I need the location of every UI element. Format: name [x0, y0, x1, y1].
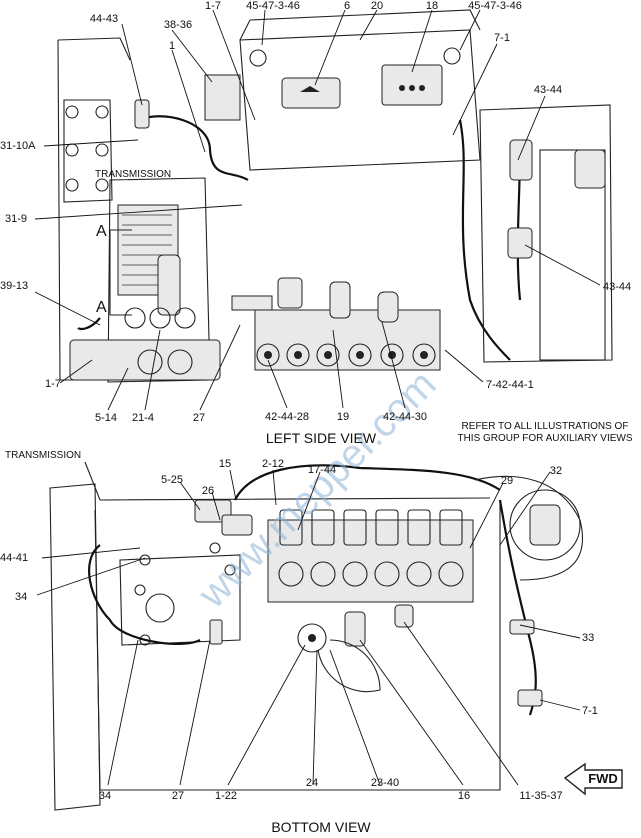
callout-27-top: 27 — [193, 412, 205, 424]
callout-1: 1 — [169, 40, 175, 52]
callout-27-bottom: 27 — [172, 790, 184, 802]
callout-5-25: 5-25 — [161, 474, 183, 486]
callout-1-22: 1-22 — [215, 790, 237, 802]
section-a-marker-1: A — [96, 223, 107, 240]
bottom-view-title: BOTTOM VIEW — [271, 819, 371, 835]
callout-20: 20 — [371, 0, 383, 12]
callout-24: 24 — [306, 777, 318, 789]
callout-45-47-3-46-a: 45-47-3-46 — [246, 0, 300, 12]
callout-44-41: 44-41 — [0, 552, 28, 564]
callout-19: 19 — [337, 411, 349, 423]
callout-18: 18 — [426, 0, 438, 12]
callout-29: 29 — [501, 475, 513, 487]
left-side-view-title: LEFT SIDE VIEW — [266, 430, 377, 446]
note-line-1: REFER TO ALL ILLUSTRATIONS OF — [462, 421, 629, 432]
callout-42-44-28: 42-44-28 — [265, 411, 309, 423]
callout-2-12: 2-12 — [262, 458, 284, 470]
fwd-arrow: FWD — [563, 762, 623, 796]
callout-42-44-30: 42-44-30 — [383, 411, 427, 423]
bottom-view-drawing — [49, 461, 584, 811]
callout-31-10a: 31-10A — [0, 140, 36, 152]
transmission-label-bottom: TRANSMISSION — [5, 450, 81, 461]
callout-33: 33 — [582, 632, 594, 644]
leader-lines — [34, 9, 601, 786]
callout-1-7-top: 1-7 — [205, 0, 221, 12]
callout-34-left: 34 — [15, 591, 27, 603]
callout-5-14: 5-14 — [95, 412, 117, 424]
transmission-label-top: TRANSMISSION — [95, 169, 171, 180]
callout-7-1-bottom: 7-1 — [582, 705, 598, 717]
callout-39-13: 39-13 — [0, 280, 28, 292]
callout-43-44-a: 43-44 — [534, 84, 562, 96]
left-side-view-drawing — [57, 9, 613, 383]
callouts-bottom: 15 2-12 17-44 5-25 26 29 32 44-41 34 33 … — [0, 458, 598, 802]
callout-44-43: 44-43 — [90, 13, 118, 25]
callout-17-44: 17-44 — [308, 464, 336, 476]
callout-6: 6 — [344, 0, 350, 12]
section-a-marker-2: A — [96, 299, 107, 316]
callout-16: 16 — [458, 790, 470, 802]
callout-43-44-b: 43-44 — [603, 281, 631, 293]
callout-32: 32 — [550, 465, 562, 477]
callout-23-40: 23-40 — [371, 777, 399, 789]
callouts-top: 44-43 38-36 1 1-7 45-47-3-46 6 20 18 45-… — [0, 0, 631, 424]
callout-7-1-top: 7-1 — [494, 32, 510, 44]
callout-34-bottom: 34 — [99, 790, 111, 802]
callout-1-7-left: 1-7 — [45, 378, 61, 390]
callout-15: 15 — [219, 458, 231, 470]
callout-38-36: 38-36 — [164, 19, 192, 31]
callout-45-47-3-46-b: 45-47-3-46 — [468, 0, 522, 12]
callout-26: 26 — [202, 485, 214, 497]
callout-31-9: 31-9 — [5, 213, 27, 225]
callout-21-4: 21-4 — [132, 412, 154, 424]
note-line-2: THIS GROUP FOR AUXILIARY VIEWS — [457, 433, 632, 444]
fwd-label: FWD — [588, 771, 618, 786]
callout-7-42-44-1: 7-42-44-1 — [486, 379, 534, 391]
callout-11-35-37: 11-35-37 — [519, 790, 562, 802]
